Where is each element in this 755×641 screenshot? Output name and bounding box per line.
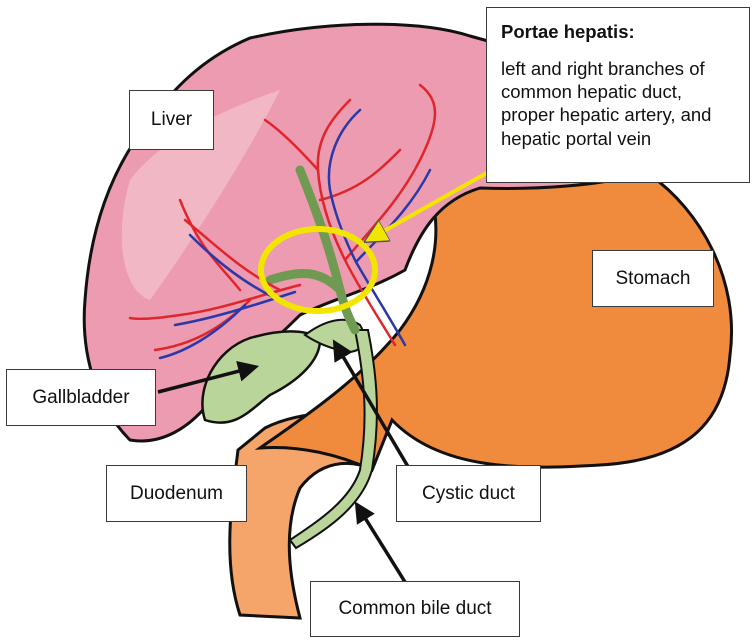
duodenum-label-text: Duodenum — [130, 482, 223, 506]
gallbladder-label: Gallbladder — [6, 369, 156, 426]
liver-label: Liver — [129, 90, 214, 150]
liver-label-text: Liver — [151, 108, 192, 132]
duodenum-label: Duodenum — [106, 465, 247, 522]
common-bile-duct-label-text: Common bile duct — [338, 597, 491, 621]
stomach-label-text: Stomach — [616, 267, 691, 291]
portae-hepatis-description: left and right branches of common hepati… — [501, 57, 739, 150]
cystic-duct-label-text: Cystic duct — [422, 482, 515, 506]
portae-hepatis-title: Portae hepatis: — [501, 20, 739, 43]
common-bile-duct-label: Common bile duct — [310, 581, 520, 637]
cystic-duct-label: Cystic duct — [396, 465, 541, 522]
portae-hepatis-label: Portae hepatis: left and right branches … — [486, 7, 750, 183]
gallbladder-label-text: Gallbladder — [32, 386, 129, 410]
stomach-label: Stomach — [592, 250, 714, 307]
